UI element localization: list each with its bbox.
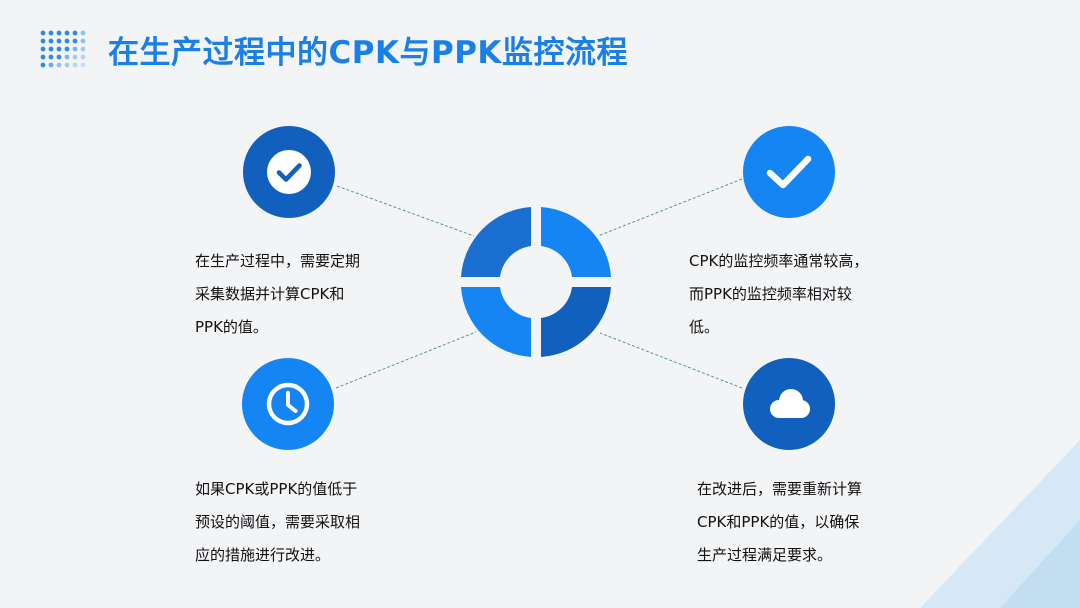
- description-1-line-3: PPK的值。: [195, 318, 268, 336]
- connector-line-3: [335, 331, 477, 389]
- connector-line-2: [597, 178, 743, 237]
- ring-segment-bottom-left: [461, 287, 531, 357]
- center-ring: [461, 207, 611, 357]
- description-4-line-2: CPK和PPK的值，以确保: [697, 513, 860, 531]
- ring-segment-top-left: [461, 207, 531, 277]
- description-3: 如果CPK或PPK的值低于 预设的阈值，需要采取相 应的措施进行改进。: [195, 473, 395, 572]
- description-2-line-1: CPK的监控频率通常较高，: [689, 252, 869, 270]
- description-4-line-3: 生产过程满足要求。: [697, 546, 833, 564]
- description-4: 在改进后，需要重新计算 CPK和PPK的值，以确保 生产过程满足要求。: [697, 473, 897, 572]
- description-2-line-3: 低。: [689, 318, 720, 336]
- description-3-line-1: 如果CPK或PPK的值低于: [195, 480, 358, 498]
- description-3-line-3: 应的措施进行改进。: [195, 546, 331, 564]
- dot-grid-icon: [40, 30, 86, 68]
- clock-icon: [266, 382, 310, 426]
- description-1: 在生产过程中，需要定期 采集数据并计算CPK和 PPK的值。: [195, 245, 395, 344]
- node-check-circle: [243, 126, 335, 218]
- description-2-line-2: 而PPK的监控频率相对较: [689, 285, 852, 303]
- connector-line-1: [336, 185, 475, 237]
- connector-line-4: [599, 332, 743, 389]
- node-checkmark: [743, 126, 835, 218]
- check-circle-icon: [267, 150, 311, 194]
- description-4-line-1: 在改进后，需要重新计算: [697, 480, 863, 498]
- ring-segment-bottom-right: [541, 287, 611, 357]
- description-3-line-2: 预设的阈值，需要采取相: [195, 513, 361, 531]
- checkmark-icon: [766, 155, 812, 189]
- description-1-line-1: 在生产过程中，需要定期: [195, 252, 361, 270]
- node-clock: [242, 358, 334, 450]
- ring-segment-top-right: [541, 207, 611, 277]
- page-title: 在生产过程中的CPK与PPK监控流程: [108, 35, 628, 71]
- description-1-line-2: 采集数据并计算CPK和: [195, 285, 345, 303]
- node-cloud: [743, 358, 835, 450]
- description-2: CPK的监控频率通常较高， 而PPK的监控频率相对较 低。: [689, 245, 889, 344]
- cloud-icon: [770, 389, 810, 418]
